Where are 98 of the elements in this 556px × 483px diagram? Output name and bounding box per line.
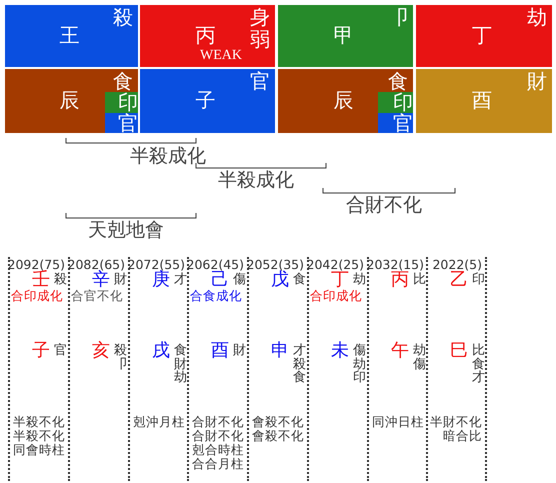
interaction-note: 暗合比 <box>443 429 482 443</box>
branch-character: 午 <box>391 341 409 361</box>
interaction-note: 同沖日柱 <box>372 415 424 429</box>
combination-note: 合官不化 <box>71 289 123 303</box>
stem-character: 丙 <box>196 24 216 46</box>
hidden-stem-label: 食財劫 <box>174 344 188 385</box>
pillar-cell <box>278 5 413 67</box>
ten-god-label: 印 <box>472 273 485 288</box>
year-label: 2072(55) <box>128 258 185 272</box>
ten-god-label: 食 <box>388 70 408 92</box>
combination-label: 半殺成化 <box>130 146 206 167</box>
year-label: 2082(65) <box>68 258 125 272</box>
interaction-note: 半殺不化 <box>13 415 65 429</box>
luck-pillar-column <box>8 257 68 481</box>
interaction-note: 半財不化 <box>430 415 482 429</box>
pillar-cell <box>140 5 275 67</box>
hidden-stem-label: 才殺食 <box>293 344 307 385</box>
pillar-cell <box>140 69 275 133</box>
ten-god-label: 比 <box>413 273 426 288</box>
stem-character: 丙 <box>391 270 409 290</box>
stem-character: 酉 <box>472 89 492 111</box>
combination-label: 合財不化 <box>346 195 422 216</box>
stem-character: 辰 <box>334 89 354 111</box>
ten-god-label: 才 <box>174 273 187 288</box>
year-label: 2022(5) <box>432 258 482 272</box>
ten-god-label: 傷 <box>233 273 246 288</box>
hidden-stem-label: 官 <box>54 344 68 358</box>
ten-god-box: 官 <box>378 113 413 133</box>
stem-character: 辛 <box>92 270 110 290</box>
pillar-cell <box>5 5 138 67</box>
year-label: 2042(25) <box>306 258 364 272</box>
interaction-note: 剋合時柱 <box>192 443 244 457</box>
ten-god-label: 官 <box>250 70 271 92</box>
luck-pillar-column <box>307 257 367 481</box>
hidden-stem-label: 比食才 <box>472 344 486 385</box>
ten-god-box: 印 <box>105 92 138 113</box>
year-label: 2092(75) <box>8 258 65 272</box>
year-label: 2052(35) <box>246 258 304 272</box>
combination-label: 半殺成化 <box>218 170 294 191</box>
interaction-note: 半殺不化 <box>13 429 65 443</box>
ten-god-label: 劫 <box>527 6 548 28</box>
combination-note: 合印成化 <box>310 289 362 303</box>
interaction-note: 同會時柱 <box>13 443 65 457</box>
pillar-cell <box>278 69 413 133</box>
stem-character: 王 <box>60 24 80 46</box>
interaction-note: 合財不化 <box>192 415 244 429</box>
ten-god-label: 殺 <box>113 6 134 28</box>
interaction-note: 會殺不化 <box>252 415 304 429</box>
luck-pillar-column <box>128 257 188 481</box>
branch-character: 申 <box>271 341 289 361</box>
hidden-stem-label: 殺卩 <box>114 344 128 372</box>
combination-label: 天剋地會 <box>88 220 164 241</box>
interaction-note: 會殺不化 <box>252 429 304 443</box>
ten-god-label: 食 <box>293 273 306 288</box>
ten-god-label: 財 <box>527 70 548 92</box>
stem-character: 甲 <box>334 24 354 46</box>
hidden-stem-label: 劫傷 <box>413 344 427 372</box>
luck-pillar-column <box>187 257 247 481</box>
luck-pillar-column <box>247 257 307 481</box>
stem-character: 戊 <box>271 270 289 290</box>
year-label: 2032(15) <box>366 258 424 272</box>
stem-character: 辰 <box>60 89 80 111</box>
pillar-cell <box>416 69 552 133</box>
stem-character: 乙 <box>450 270 468 290</box>
hidden-stem-label: 傷劫印 <box>353 344 367 385</box>
year-label: 2062(45) <box>186 258 244 272</box>
combination-note: 合印成化 <box>11 289 63 303</box>
interaction-note: 剋沖月柱 <box>133 415 185 429</box>
ten-god-box: 印 <box>378 92 413 113</box>
ten-god-box: 官 <box>105 113 138 133</box>
branch-character: 亥 <box>92 341 110 361</box>
stem-character: 己 <box>211 270 229 290</box>
ten-god-label: 食 <box>113 70 133 92</box>
stem-character: 丁 <box>331 270 349 290</box>
pillar-cell <box>416 5 552 67</box>
stem-character: 庚 <box>152 270 170 290</box>
weak-label: WEAK <box>200 48 242 64</box>
branch-character: 未 <box>331 341 349 361</box>
combination-note: 合食成化 <box>190 289 242 303</box>
ten-god-label: 身弱 <box>250 6 271 50</box>
branch-character: 戌 <box>152 341 170 361</box>
luck-pillar-column <box>68 257 128 481</box>
luck-pillar-column <box>426 257 487 481</box>
branch-character: 酉 <box>211 341 229 361</box>
ten-god-label: 劫 <box>353 273 366 288</box>
luck-pillar-column <box>367 257 427 481</box>
branch-character: 子 <box>32 341 50 361</box>
hidden-stem-label: 財 <box>233 344 247 358</box>
stem-character: 子 <box>196 89 216 111</box>
stem-character: 壬 <box>32 270 50 290</box>
pillar-cell <box>5 69 138 133</box>
ten-god-label: 殺 <box>54 273 67 288</box>
branch-character: 巳 <box>450 341 468 361</box>
stem-character: 丁 <box>472 24 492 46</box>
ten-god-label: 卩 <box>388 6 409 28</box>
interaction-note: 合合月柱 <box>192 457 244 471</box>
ten-god-label: 財 <box>114 273 127 288</box>
interaction-note: 合財不化 <box>192 429 244 443</box>
